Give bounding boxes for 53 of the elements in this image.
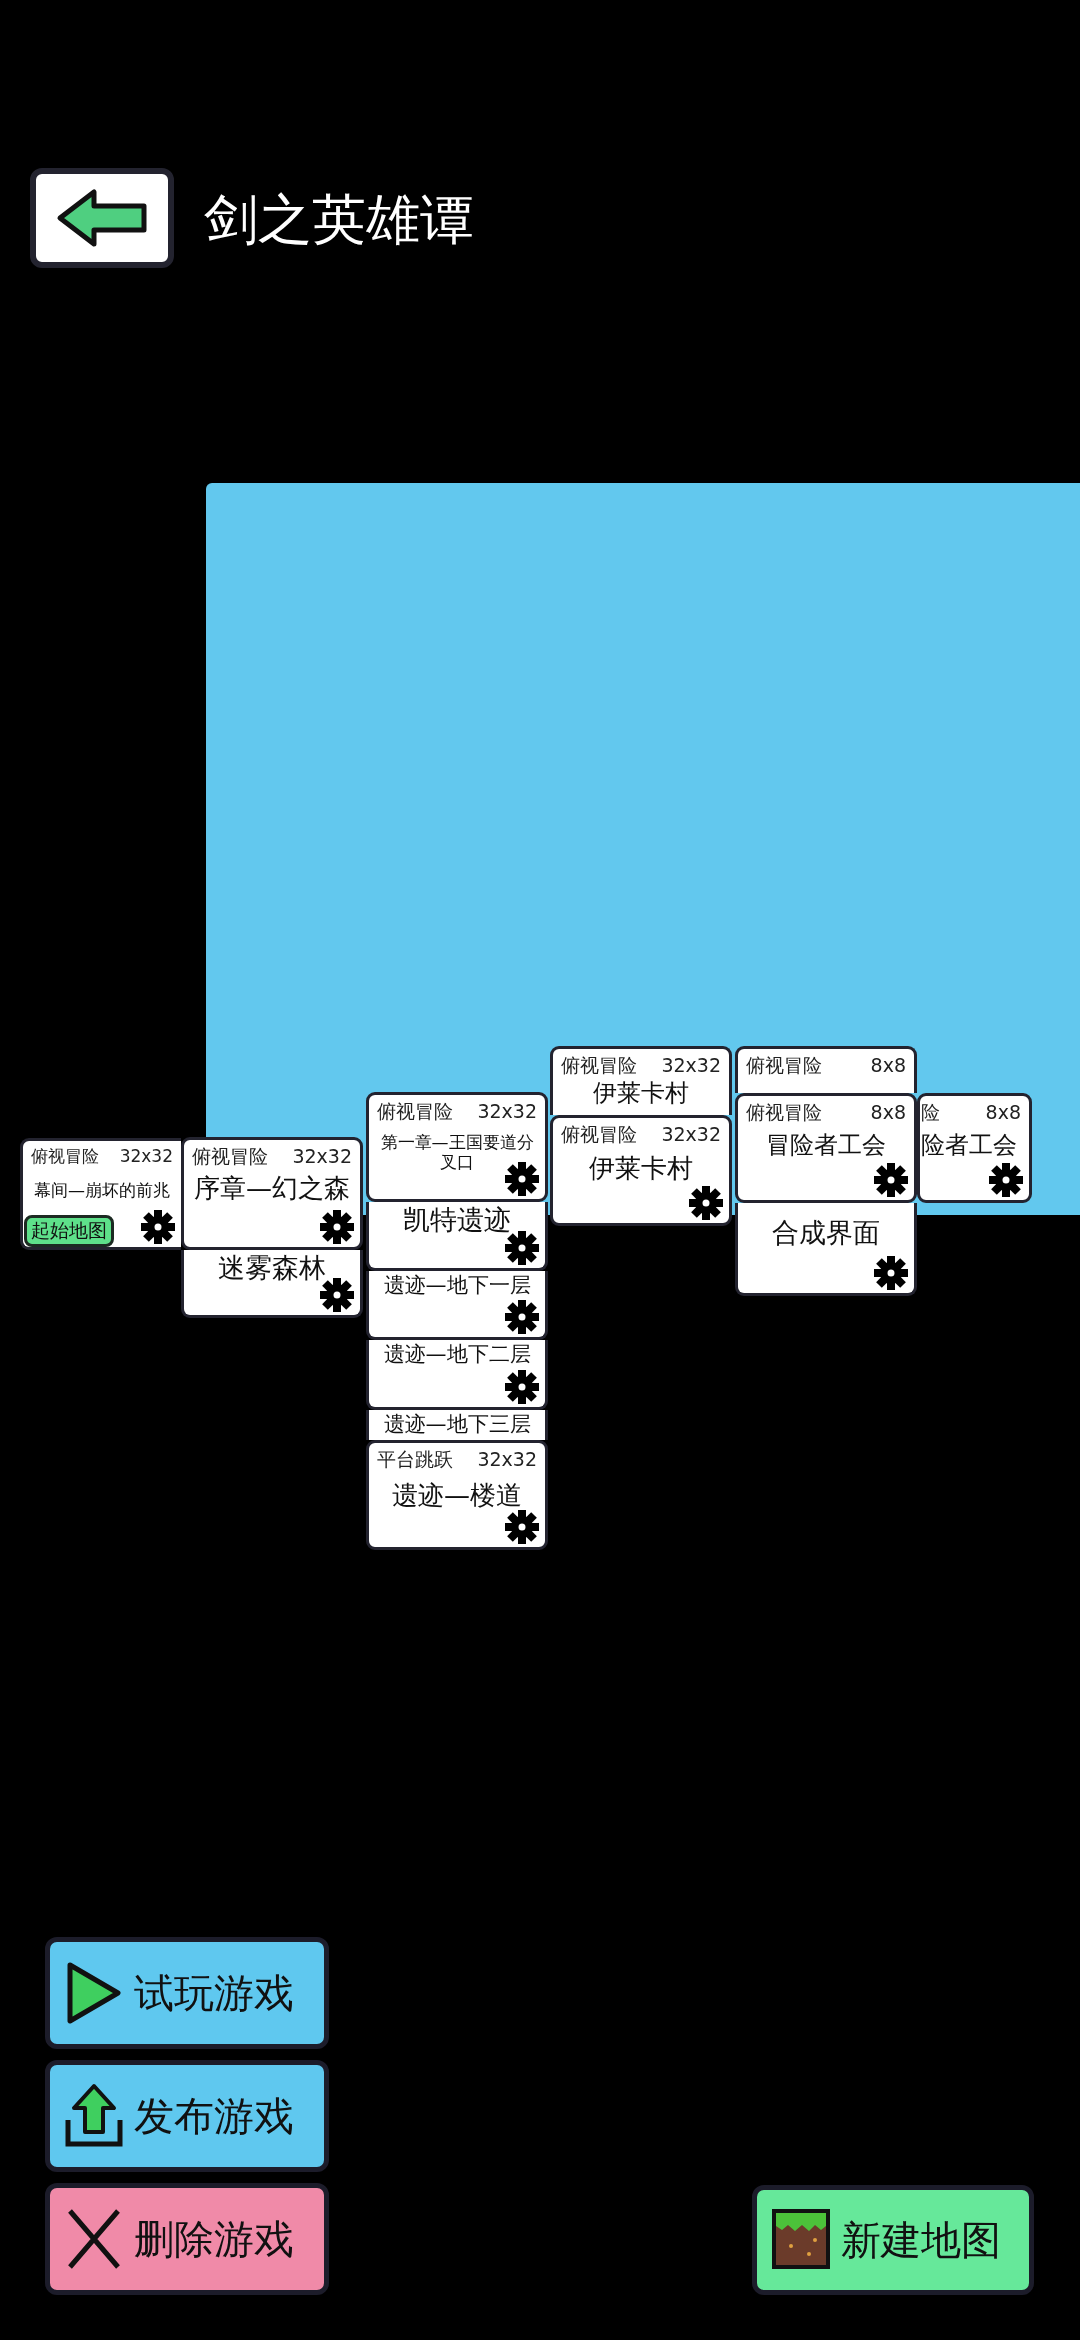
map-card <box>366 1340 548 1410</box>
map-size-text: 32x32 <box>661 1123 721 1146</box>
map-size-text: 8x8 <box>870 1054 906 1077</box>
map-type-text: 俯视冒险 <box>31 1146 99 1167</box>
map-name-text: 合成界面 <box>771 1217 881 1249</box>
map-name-text: 险者工会 <box>921 1132 1018 1160</box>
map-name-text: 遗迹—地下一层 <box>382 1273 532 1298</box>
map-name-text: 冒险者工会 <box>765 1132 887 1160</box>
map-size-text: 32x32 <box>119 1146 173 1167</box>
map-size-text: 8x8 <box>870 1101 906 1124</box>
map-type-text: 俯视冒险 <box>561 1054 637 1077</box>
map-type-text: 俯视冒险 <box>377 1100 453 1123</box>
map-card <box>550 1115 732 1226</box>
map-name-text: 伊莱卡村 <box>592 1080 690 1108</box>
map-card <box>366 1410 548 1440</box>
map-card <box>550 1046 732 1115</box>
map-name-text: 迷雾森林 <box>217 1252 327 1284</box>
map-type-text: 平台跳跃 <box>377 1448 453 1471</box>
map-size-text: 32x32 <box>661 1054 721 1077</box>
map-size-text: 8x8 <box>985 1101 1021 1124</box>
publish-button: 发布游戏 <box>45 2060 329 2172</box>
map-type-text: 俯视冒险 <box>192 1145 268 1168</box>
map-name-text: 遗迹—楼道 <box>391 1481 523 1511</box>
map-size-text: 32x32 <box>477 1100 537 1123</box>
map-card <box>735 1093 917 1203</box>
map-type-text: 险 <box>921 1101 940 1124</box>
map-card <box>366 1202 548 1271</box>
map-type-text: 俯视冒险 <box>746 1054 822 1077</box>
page-title: 剑之英雄谭 <box>204 188 474 253</box>
map-card <box>181 1250 363 1318</box>
map-card <box>735 1046 917 1093</box>
play-button: 试玩游戏 <box>45 1937 329 2049</box>
map-name-text: 遗迹—地下二层 <box>382 1342 532 1367</box>
map-name-text: 第一章—王国要道分叉口 <box>379 1133 535 1173</box>
start-map-badge: 起始地图 <box>24 1215 114 1247</box>
map-type-text: 俯视冒险 <box>561 1123 637 1146</box>
map-size-text: 32x32 <box>292 1145 352 1168</box>
map-name-text: 凯特遗迹 <box>402 1204 512 1236</box>
map-name-text: 伊莱卡村 <box>588 1154 694 1184</box>
map-card <box>181 1137 363 1250</box>
map-name-text: 序章—幻之森 <box>193 1174 351 1204</box>
new-map-button: 新建地图 <box>752 2185 1034 2295</box>
map-card <box>366 1440 548 1550</box>
map-card <box>20 1138 181 1250</box>
map-type-text: 俯视冒险 <box>746 1101 822 1124</box>
map-name-text: 遗迹—地下三层 <box>382 1412 532 1437</box>
map-name-text: 幕间—崩坏的前兆 <box>33 1181 171 1201</box>
delete-button: 删除游戏 <box>45 2183 329 2295</box>
map-card <box>366 1092 548 1202</box>
map-card <box>366 1271 548 1340</box>
map-card <box>917 1093 1032 1203</box>
map-size-text: 32x32 <box>477 1448 537 1471</box>
map-card <box>735 1203 917 1296</box>
